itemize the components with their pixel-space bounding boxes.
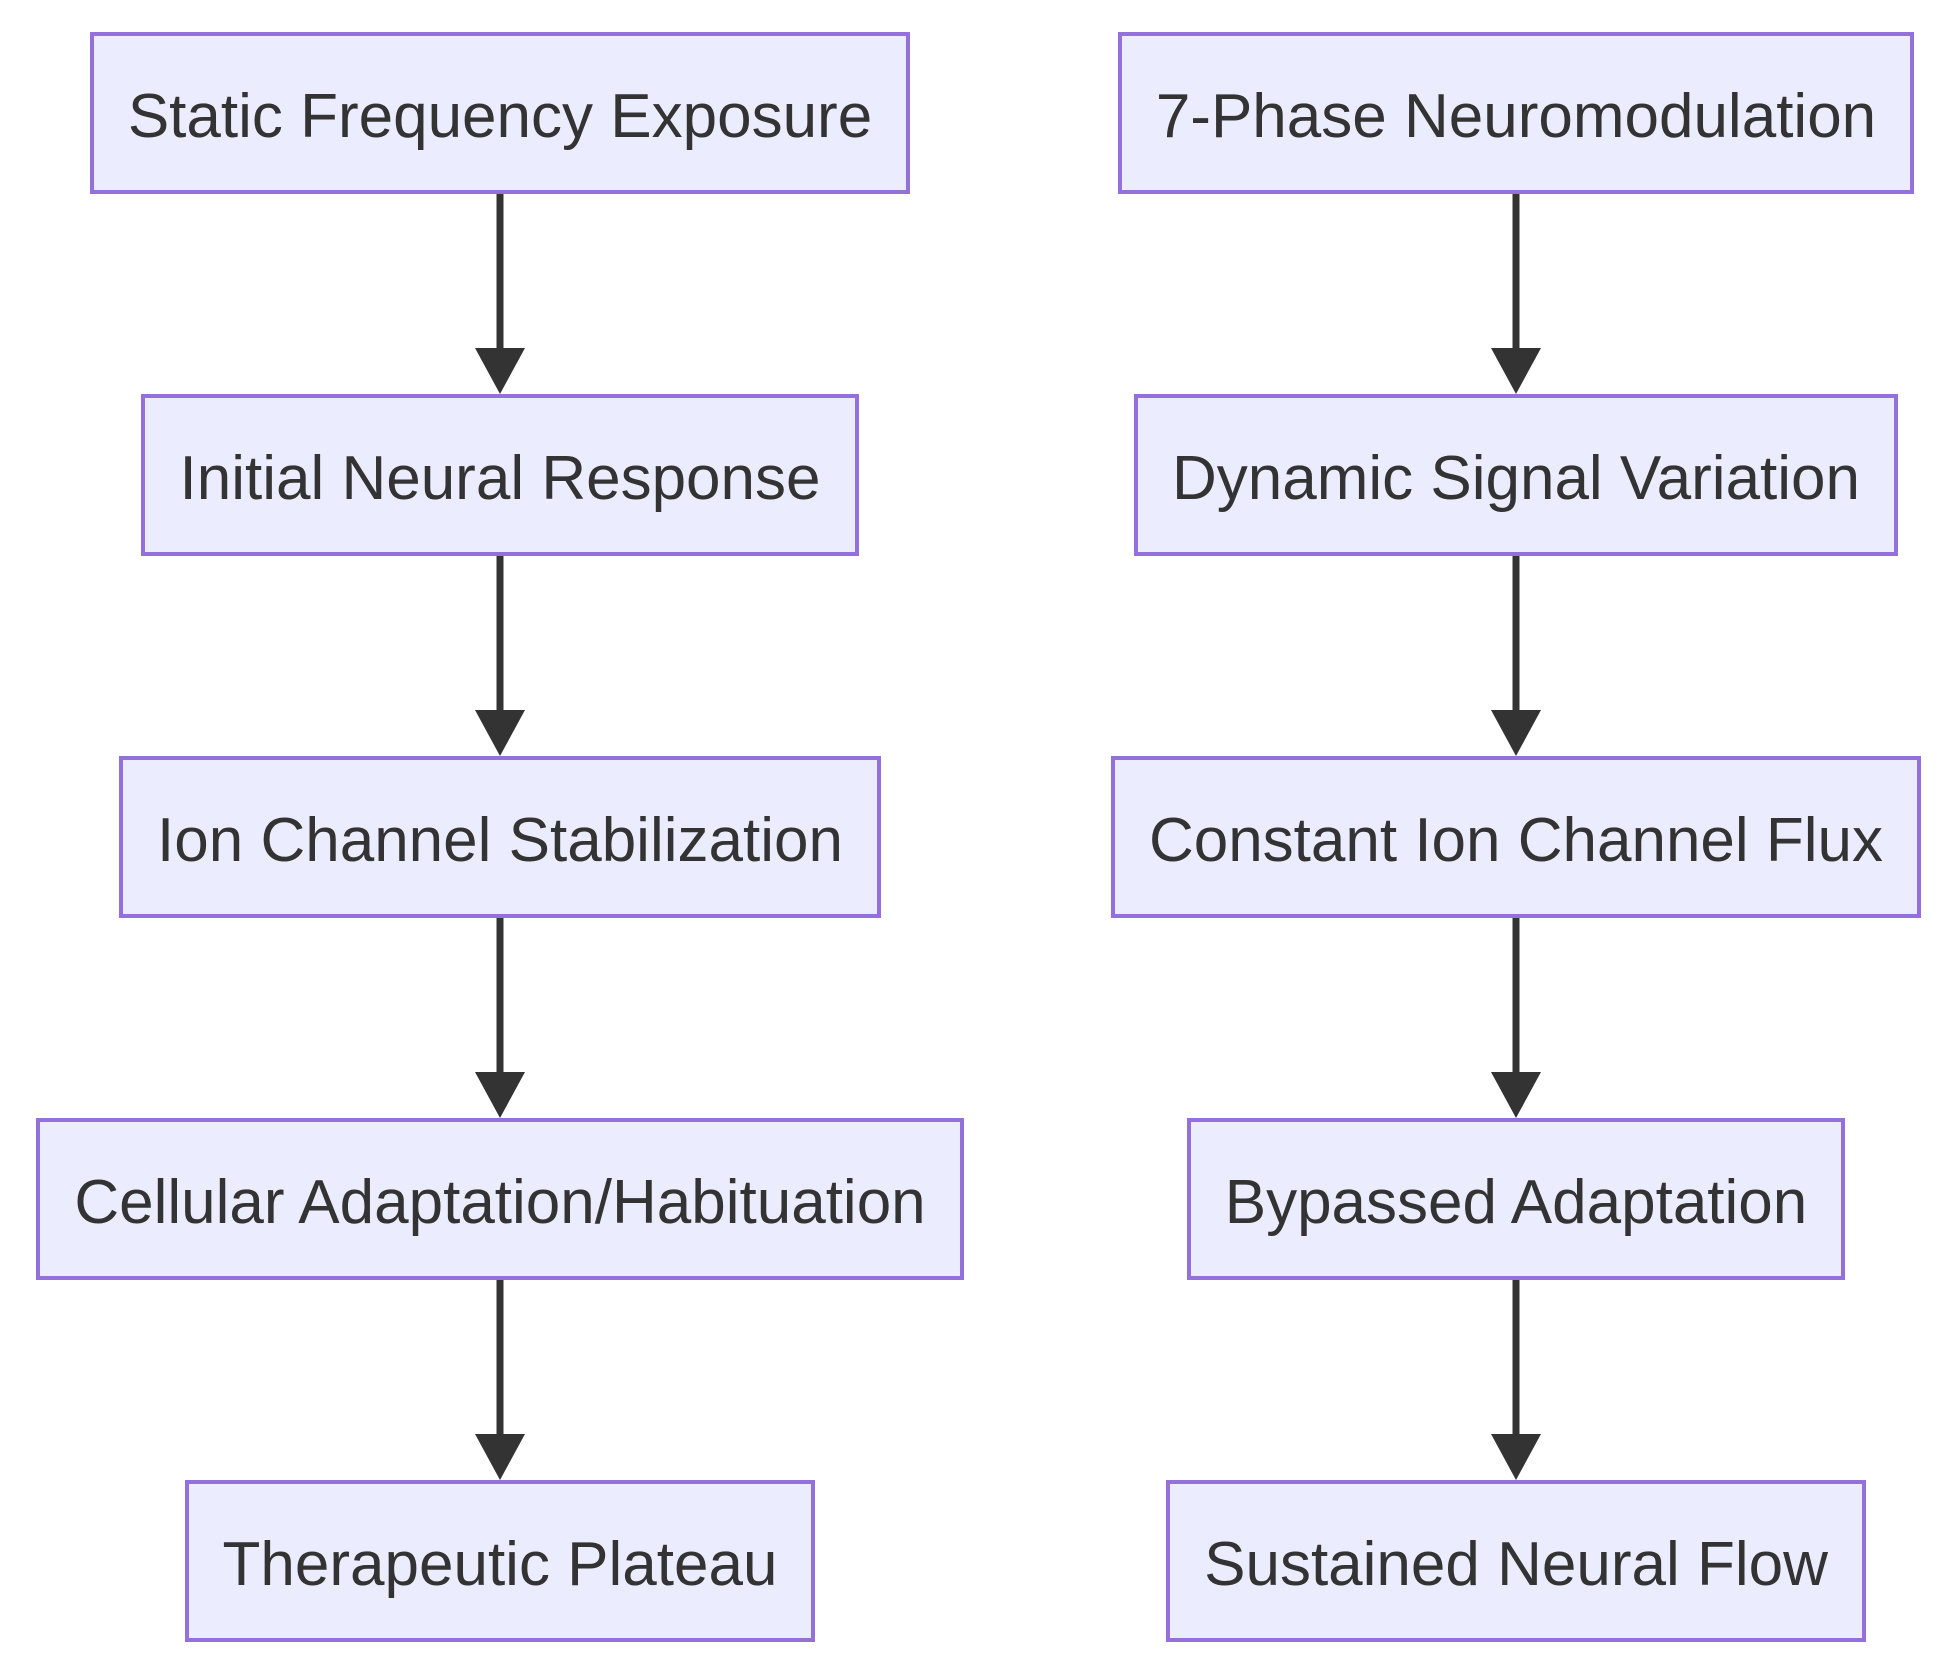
node-cellular-adaptation-habituation: Cellular Adaptation/Habituation: [36, 1118, 964, 1280]
node-label: Cellular Adaptation/Habituation: [74, 1168, 926, 1237]
arrow-line: [496, 918, 504, 1076]
arrow-line: [496, 556, 504, 714]
arrow-head: [475, 710, 525, 756]
node-ion-channel-stabilization: Ion Channel Stabilization: [119, 756, 881, 918]
arrow-head: [475, 1434, 525, 1480]
arrow-line: [496, 194, 504, 352]
node-bypassed-adaptation: Bypassed Adaptation: [1186, 1118, 1846, 1280]
node-label: Dynamic Signal Variation: [1171, 444, 1861, 513]
arrow-head: [1491, 348, 1541, 394]
flow-arrow-down: [470, 194, 530, 394]
node-therapeutic-plateau: Therapeutic Plateau: [184, 1480, 816, 1642]
node-constant-ion-channel-flux: Constant Ion Channel Flux: [1110, 756, 1922, 918]
arrow-line: [1512, 918, 1520, 1076]
node-label: Sustained Neural Flow: [1204, 1530, 1828, 1599]
node-label: Constant Ion Channel Flux: [1148, 806, 1884, 875]
node-sustained-neural-flow: Sustained Neural Flow: [1166, 1480, 1866, 1642]
arrow-head: [1491, 1072, 1541, 1118]
node-dynamic-signal-variation: Dynamic Signal Variation: [1133, 394, 1899, 556]
flow-arrow-down: [1486, 1280, 1546, 1480]
node-label: Initial Neural Response: [179, 444, 821, 513]
flow-arrow-down: [1486, 556, 1546, 756]
flow-arrow-down: [470, 1280, 530, 1480]
node-initial-neural-response: Initial Neural Response: [141, 394, 859, 556]
arrow-head: [1491, 1434, 1541, 1480]
flow-arrow-down: [1486, 918, 1546, 1118]
node-7-phase-neuromodulation: 7-Phase Neuromodulation: [1117, 32, 1915, 194]
node-label: Bypassed Adaptation: [1224, 1168, 1808, 1237]
node-label: Therapeutic Plateau: [222, 1530, 778, 1599]
node-static-frequency-exposure: Static Frequency Exposure: [89, 32, 911, 194]
flow-column-static-frequency: Static Frequency Exposure Initial Neural…: [0, 0, 1000, 1642]
flow-arrow-down: [1486, 194, 1546, 394]
node-label: Ion Channel Stabilization: [157, 806, 843, 875]
arrow-line: [1512, 194, 1520, 352]
arrow-line: [496, 1280, 504, 1438]
node-label: 7-Phase Neuromodulation: [1155, 82, 1877, 151]
arrow-head: [475, 1072, 525, 1118]
node-label: Static Frequency Exposure: [127, 82, 873, 151]
arrow-head: [475, 348, 525, 394]
arrow-line: [1512, 1280, 1520, 1438]
arrow-line: [1512, 556, 1520, 714]
flow-arrow-down: [470, 556, 530, 756]
flow-column-seven-phase: 7-Phase Neuromodulation Dynamic Signal V…: [1036, 0, 1960, 1642]
flow-arrow-down: [470, 918, 530, 1118]
arrow-head: [1491, 710, 1541, 756]
